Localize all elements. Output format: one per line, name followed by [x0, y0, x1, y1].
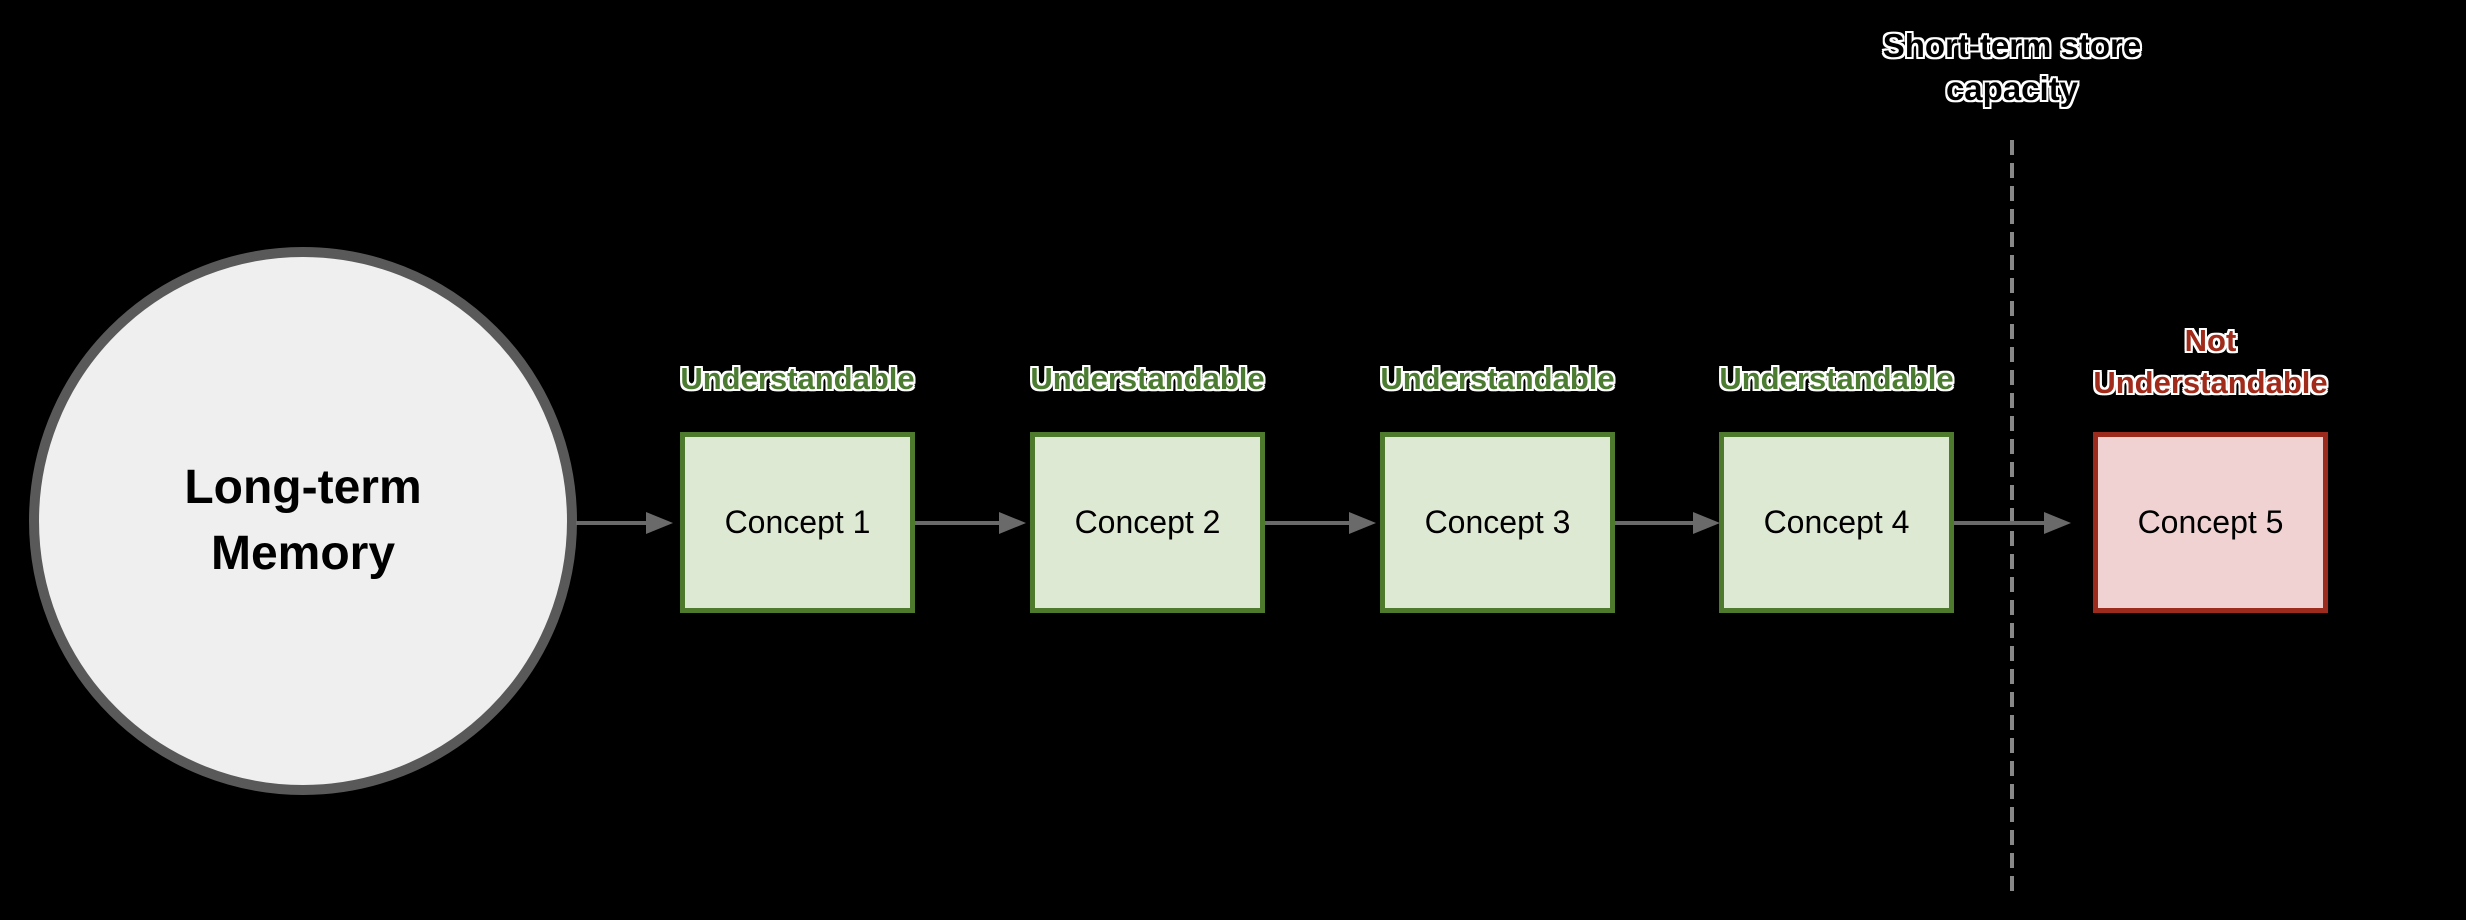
concept-box-4: Concept 4	[1719, 432, 1954, 613]
long-term-memory-label-line1: Long-term	[184, 461, 422, 514]
understandable-label-1: Understandable	[680, 361, 915, 396]
flow-arrow-memory-to-concept1	[576, 512, 673, 534]
not-understandable-label: Not Understandable	[2093, 320, 2328, 404]
understandable-label-4: Understandable	[1719, 361, 1954, 396]
long-term-memory-label-line2: Memory	[210, 527, 396, 580]
concept-box-2: Concept 2	[1030, 432, 1265, 613]
concept-box-1: Concept 1	[680, 432, 915, 613]
understandable-label-3: Understandable	[1380, 361, 1615, 396]
flow-arrow-concept3-to-concept4	[1615, 512, 1720, 534]
short-term-capacity-label-line2: capacity	[1945, 70, 2079, 107]
long-term-memory-label: Long-term Memory	[184, 455, 421, 587]
flow-arrow-concept4-to-concept5	[1954, 512, 2071, 534]
flow-arrow-concept1-to-concept2	[915, 512, 1026, 534]
short-term-capacity-label: Short-term store capacity	[1762, 24, 2262, 110]
understandable-label-2: Understandable	[1030, 361, 1265, 396]
concept-box-3: Concept 3	[1380, 432, 1615, 613]
long-term-memory-node: Long-term Memory	[29, 247, 577, 795]
concept-box-5: Concept 5	[2093, 432, 2328, 613]
flow-arrow-concept2-to-concept3	[1265, 512, 1376, 534]
short-term-capacity-label-line1: Short-term store	[1882, 27, 2142, 64]
capacity-boundary-dashed-line	[2010, 140, 2014, 897]
not-understandable-label-line1: Not	[2184, 323, 2237, 358]
not-understandable-label-line2: Understandable	[2093, 365, 2328, 400]
